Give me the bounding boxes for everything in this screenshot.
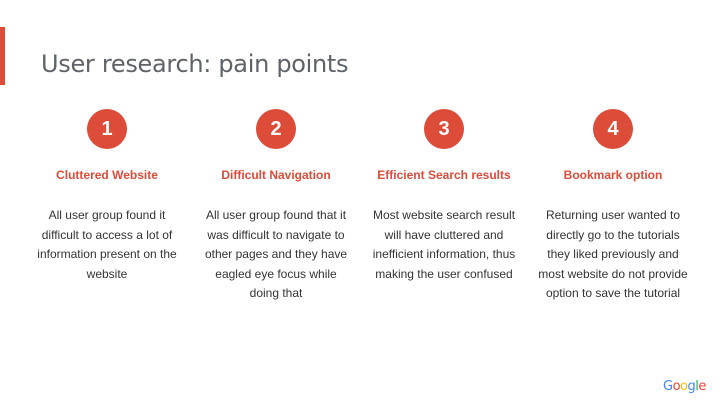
pain-point-3: 3 Efficient Search results Most website … bbox=[364, 109, 524, 284]
number-badge: 4 bbox=[593, 109, 633, 149]
pain-point-heading: Efficient Search results bbox=[377, 168, 511, 182]
pain-point-4: 4 Bookmark option Returning user wanted … bbox=[533, 109, 693, 304]
logo-letter: G bbox=[663, 379, 673, 394]
pain-point-heading: Cluttered Website bbox=[56, 168, 158, 182]
pain-point-1: 1 Cluttered Website All user group found… bbox=[27, 109, 187, 284]
logo-letter: e bbox=[698, 379, 706, 394]
pain-point-description: All user group found that it was difficu… bbox=[204, 208, 348, 300]
slide-title: User research: pain points bbox=[41, 50, 349, 78]
google-logo: Google bbox=[663, 379, 706, 394]
logo-letter: o bbox=[672, 379, 681, 394]
logo-letter: g bbox=[687, 379, 696, 394]
number-badge: 2 bbox=[256, 109, 296, 149]
logo-letter: l bbox=[695, 379, 699, 394]
number-badge: 3 bbox=[424, 109, 464, 149]
pain-point-description: All user group found it difficult to acc… bbox=[37, 208, 177, 281]
logo-letter: o bbox=[680, 379, 688, 394]
pain-point-2: 2 Difficult Navigation All user group fo… bbox=[196, 109, 356, 304]
pain-point-description: Returning user wanted to directly go to … bbox=[538, 208, 688, 300]
pain-point-heading: Bookmark option bbox=[563, 168, 663, 182]
pain-point-heading: Difficult Navigation bbox=[221, 168, 331, 182]
accent-bar bbox=[0, 27, 5, 85]
number-badge: 1 bbox=[87, 109, 127, 149]
pain-point-description: Most website search result will have clu… bbox=[372, 208, 516, 281]
